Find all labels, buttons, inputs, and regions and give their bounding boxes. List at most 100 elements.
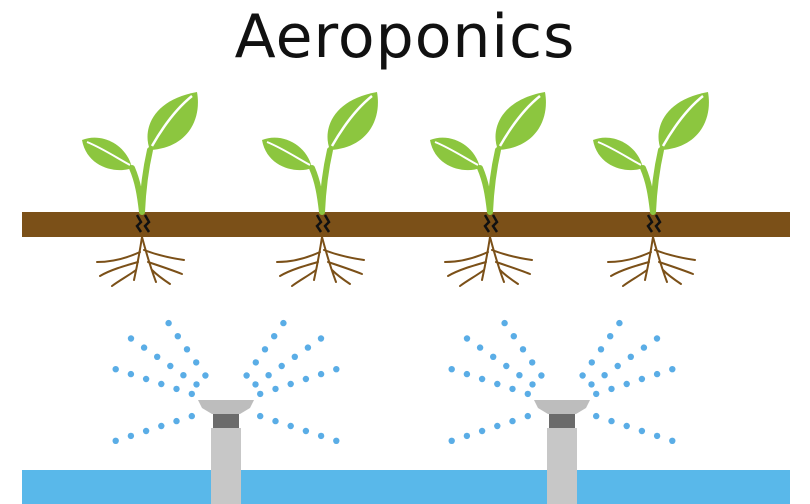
mist-droplet [588, 381, 595, 388]
mist-droplet [287, 422, 294, 430]
mist-droplet [623, 422, 630, 430]
mist-droplet [252, 359, 259, 366]
plant-stem [309, 147, 333, 215]
plant-collar [646, 214, 662, 233]
root-3 [96, 251, 141, 263]
mist-droplet [261, 346, 269, 353]
mist-droplet [638, 375, 646, 383]
right-leaf [327, 92, 378, 150]
sprayer-band [549, 414, 575, 428]
mist-droplet [463, 432, 471, 440]
mist-droplet [173, 385, 180, 393]
mist-droplet [272, 417, 279, 425]
mist-droplet [278, 362, 285, 370]
mist-spray-2 [448, 319, 676, 444]
right-leaf-vein [150, 95, 193, 147]
left-leaf-vein [86, 141, 131, 166]
mist-droplet [538, 372, 545, 379]
sprayer-1 [198, 400, 254, 504]
mist-droplet [653, 432, 661, 440]
root-6 [495, 261, 531, 275]
root-1 [481, 236, 491, 281]
mist-droplet [593, 412, 600, 420]
root-2 [652, 236, 668, 283]
plant-2 [262, 92, 378, 287]
mist-droplet [271, 333, 278, 340]
mist-droplet [127, 335, 135, 342]
root-8 [151, 269, 171, 285]
plant-stem [129, 147, 153, 215]
mist-droplet [593, 390, 600, 398]
growing-board [22, 212, 790, 237]
plant-stem [640, 147, 664, 215]
mist-droplet [653, 335, 661, 342]
mist-droplet [448, 366, 455, 373]
mist-droplet [516, 372, 523, 379]
root-3 [276, 251, 321, 263]
sprayer-band [213, 414, 239, 428]
mist-droplet [167, 362, 174, 370]
mist-droplet [127, 370, 135, 378]
mist-droplet [280, 319, 287, 327]
mist-droplet [127, 432, 135, 440]
left-leaf-vein [597, 141, 642, 166]
mist-droplet [608, 385, 615, 393]
root-1 [133, 236, 143, 281]
root-6 [658, 261, 694, 275]
mist-droplet [579, 372, 586, 379]
mist-droplet [510, 333, 517, 340]
mist-droplet [494, 380, 501, 388]
mist-droplet [601, 372, 608, 379]
plant-1 [82, 92, 198, 287]
mist-droplet [669, 366, 676, 373]
mist-droplet [494, 422, 501, 430]
mist-droplet [154, 353, 161, 360]
root-2 [489, 236, 505, 283]
mist-droplet [317, 335, 325, 342]
mist-droplet [165, 319, 172, 327]
mist-droplet [616, 319, 623, 327]
water-reservoir [22, 470, 790, 504]
mist-droplet [519, 346, 527, 353]
root-3 [444, 251, 489, 263]
root-2 [321, 236, 337, 283]
right-leaf [495, 92, 546, 150]
root-8 [331, 269, 351, 285]
mist-droplet [142, 427, 150, 435]
mist-droplet [302, 375, 310, 383]
sprayer-pipe [211, 428, 241, 504]
plant-4 [593, 92, 709, 287]
root-4 [279, 261, 319, 277]
mist-droplet [653, 370, 661, 378]
mist-droplet [193, 381, 200, 388]
root-8 [662, 269, 682, 285]
plant-stem [477, 147, 501, 215]
mist-droplet [193, 359, 200, 366]
mist-droplet [158, 380, 165, 388]
mist-droplet [140, 344, 148, 351]
root-4 [610, 261, 650, 277]
mist-droplet [627, 353, 634, 360]
mist-droplet [478, 375, 486, 383]
mist-droplet [302, 427, 310, 435]
mist-droplet [509, 417, 516, 425]
root-5 [143, 249, 185, 261]
root-2 [141, 236, 157, 283]
mist-droplet [202, 372, 209, 379]
mist-droplet [614, 362, 621, 370]
right-leaf [658, 92, 709, 150]
left-leaf-vein [266, 141, 311, 166]
root-4 [447, 261, 487, 277]
mist-droplet [490, 353, 497, 360]
mist-droplet [183, 346, 191, 353]
mist-droplet [257, 390, 264, 398]
root-5 [654, 249, 696, 261]
root-6 [327, 261, 363, 275]
sprayer-2 [534, 400, 590, 504]
mist-droplet [669, 437, 676, 444]
mist-droplet [333, 437, 340, 444]
plants-group [82, 92, 709, 287]
mist-droplet [112, 366, 119, 373]
root-3 [607, 251, 652, 263]
